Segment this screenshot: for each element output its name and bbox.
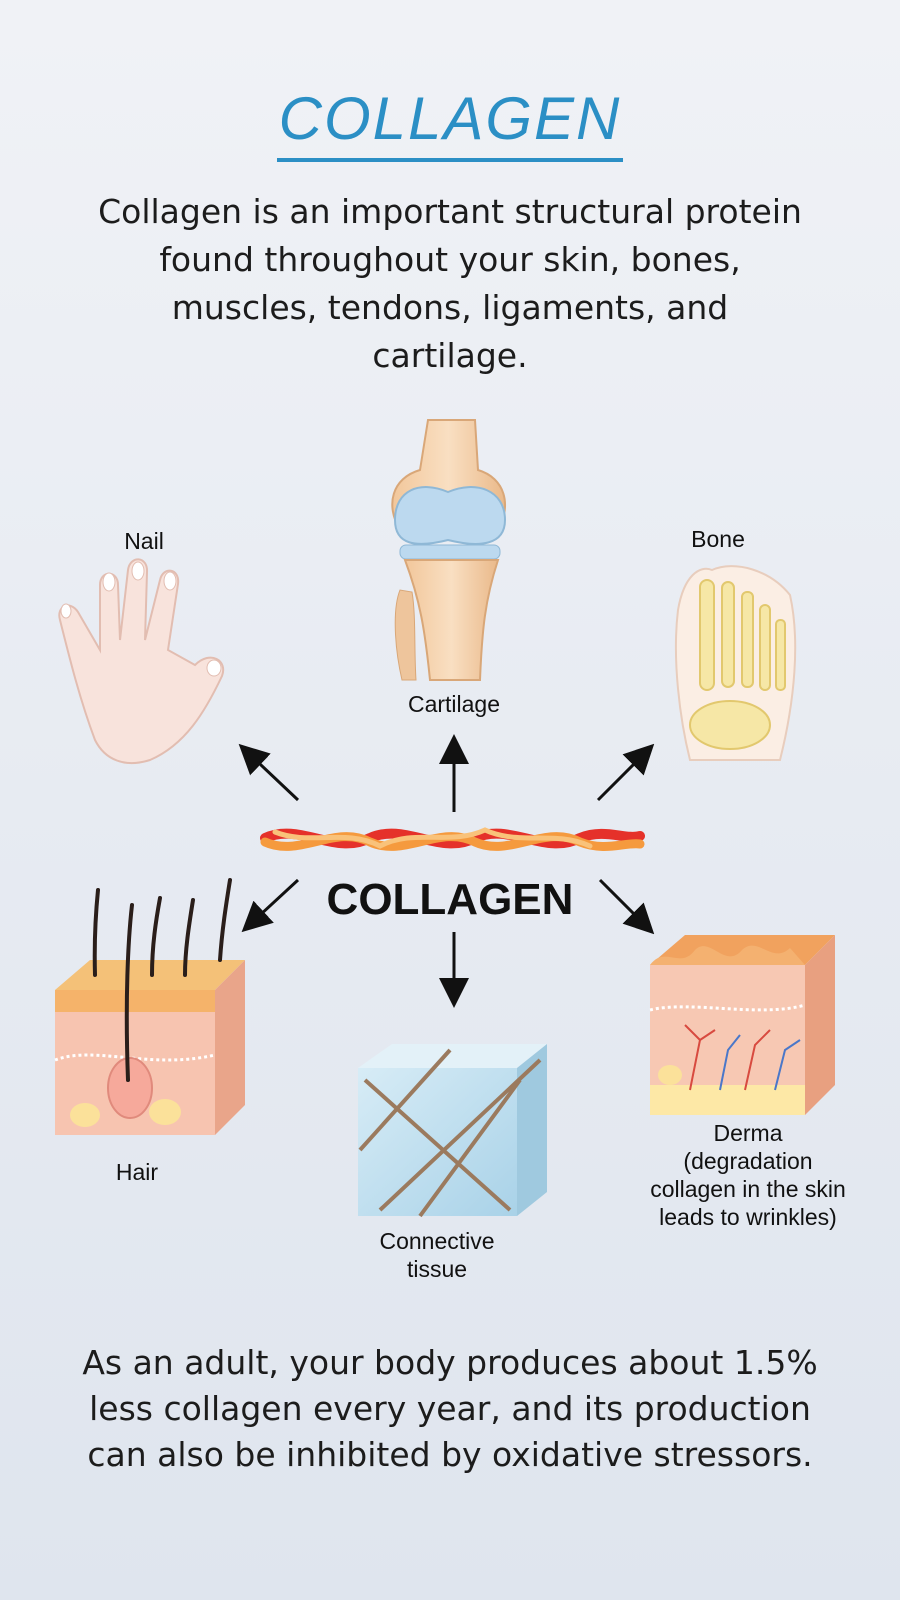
connective-tissue-illustration — [358, 1044, 547, 1218]
title-text: COLLAGEN — [276, 85, 624, 162]
arrow-hair — [241, 878, 300, 933]
derma-illustration — [649, 935, 835, 1115]
hand-illustration — [58, 558, 225, 765]
arrow-derma — [598, 878, 655, 935]
label-connective-line1: Connective — [379, 1228, 494, 1254]
label-hair: Hair — [116, 1159, 159, 1185]
label-cartilage: Cartilage — [408, 691, 500, 717]
page-title: COLLAGEN — [0, 84, 900, 162]
knee-illustration — [391, 419, 507, 681]
label-derma-line3: collagen in the skin — [650, 1176, 846, 1202]
center-label: COLLAGEN — [327, 875, 574, 924]
footer-text: As an adult, your body produces about 1.… — [82, 1343, 818, 1474]
foot-illustration — [674, 565, 797, 761]
arrows — [238, 734, 655, 1008]
collagen-fiber-illustration — [260, 827, 645, 852]
label-nail: Nail — [124, 528, 164, 554]
label-derma-line4: leads to wrinkles) — [659, 1204, 837, 1230]
label-derma-line2: (degradation — [683, 1148, 812, 1174]
arrow-nail — [238, 743, 300, 802]
label-derma-line1: Derma — [713, 1120, 782, 1146]
label-connective-line2: tissue — [407, 1256, 467, 1282]
arrow-bone — [596, 743, 655, 802]
label-bone: Bone — [691, 526, 745, 552]
intro-text: Collagen is an important structural prot… — [98, 192, 802, 375]
hair-illustration — [54, 878, 245, 1135]
